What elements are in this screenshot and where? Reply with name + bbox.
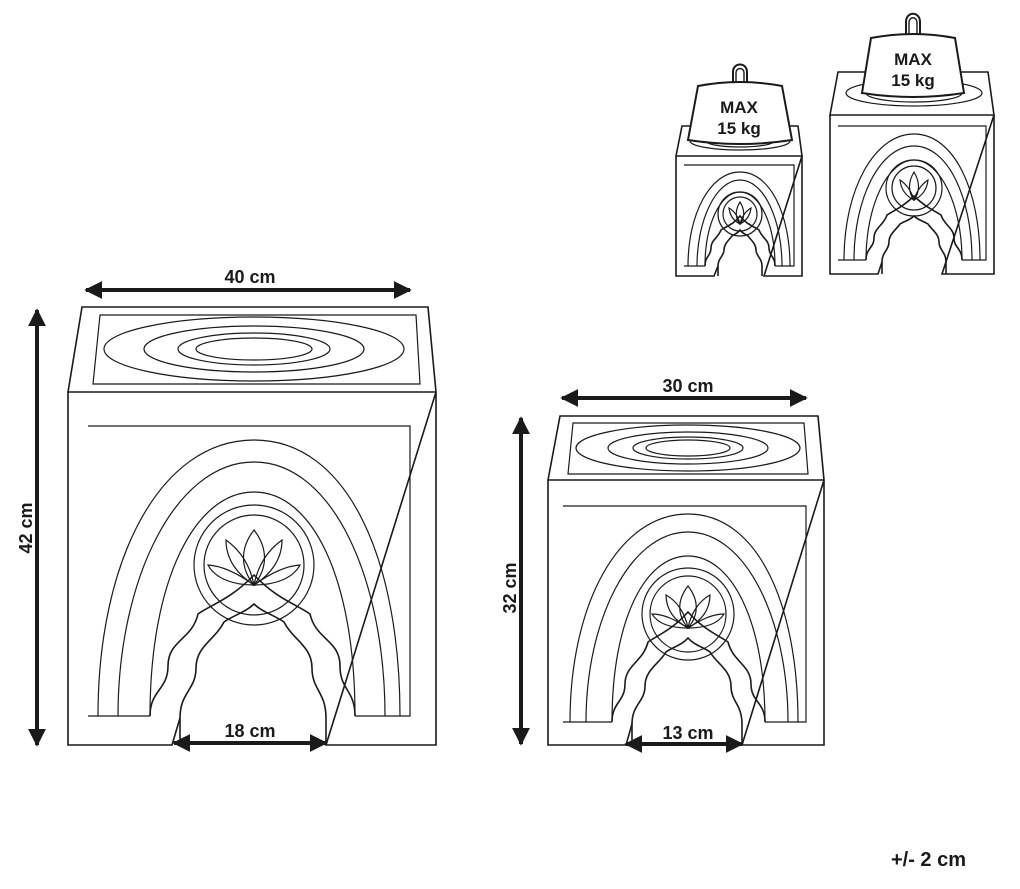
large-width-label: 40 cm	[224, 267, 275, 287]
small-opening-label: 13 cm	[662, 723, 713, 743]
weight-small-line1: MAX	[720, 98, 758, 117]
weight-small-line2: 15 kg	[717, 119, 760, 138]
tolerance-note: +/- 2 cm	[891, 849, 966, 871]
weight-large-line1: MAX	[894, 50, 932, 69]
large-table-drawing	[67, 306, 437, 746]
small-width-label: 30 cm	[662, 376, 713, 396]
weight-large-line2: 15 kg	[891, 71, 934, 90]
load-illustration-large-table	[829, 71, 995, 275]
small-height-label: 32 cm	[500, 562, 520, 613]
small-table-drawing	[547, 415, 825, 746]
weight-icon-small: MAX 15 kg	[686, 63, 794, 145]
large-opening-label: 18 cm	[224, 721, 275, 741]
large-height-label: 42 cm	[16, 502, 36, 553]
weight-icon-large: MAX 15 kg	[860, 12, 966, 98]
load-illustration-small-table	[675, 125, 803, 277]
